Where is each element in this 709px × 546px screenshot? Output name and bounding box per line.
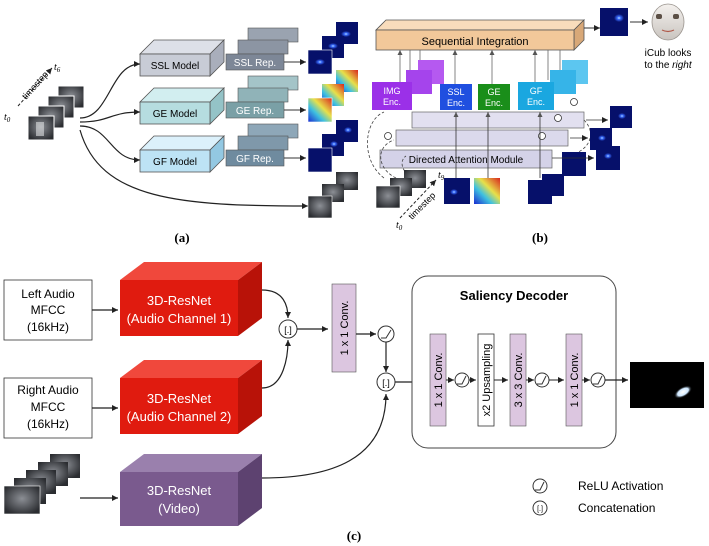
img-enc-line1: IMG — [384, 86, 401, 96]
left-audio-box: Left Audio MFCC (16kHz) — [3, 279, 93, 341]
ssl-encoder: SSL Enc. — [440, 84, 472, 110]
ssl-rep-stack: SSL Rep. — [225, 27, 299, 71]
decoder-conv-b-label: 3 x 3 Conv. — [513, 353, 525, 408]
right-audio-line1: Right Audio — [17, 383, 79, 397]
ge-rep-stack: GE Rep. — [225, 75, 299, 119]
right-audio-line2: MFCC — [31, 400, 66, 414]
resnet1-line2: (Audio Channel 1) — [127, 311, 232, 326]
attention-module-label: Directed Attention Module — [409, 155, 524, 166]
ge-rep-label: GE Rep. — [236, 106, 274, 117]
legend-concat-label: Concatenation — [578, 501, 655, 515]
panel-b-input-frames — [375, 170, 426, 209]
concat-node-audio-symbol: [.] — [284, 325, 292, 335]
panel-a-output-frames — [307, 172, 358, 219]
right-audio-box: Right Audio MFCC (16kHz) — [3, 377, 93, 439]
panel-b-input-heatmaps — [444, 174, 564, 204]
ge-enc-line1: GE — [487, 87, 500, 97]
ssl-enc-line1: SSL — [447, 87, 464, 97]
resnet-video-line1: 3D-ResNet — [147, 483, 212, 498]
img-enc-line2: Enc. — [383, 97, 401, 107]
timestep-arrow-a — [17, 67, 53, 107]
timestep-arrow-b — [399, 179, 437, 219]
decoder-upsample-label: x2 Upsampling — [481, 344, 493, 417]
img-encoder-stack: IMG Enc. — [372, 60, 444, 110]
t0-label-b: t0 — [396, 220, 403, 232]
resnet-audio-2: 3D-ResNet (Audio Channel 2) — [120, 360, 262, 434]
gf-rep-label: GF Rep. — [236, 154, 274, 165]
t9-label-b: t9 — [438, 170, 445, 182]
saliency-decoder: Saliency Decoder 1 x 1 Conv. x2 Upsampli… — [411, 275, 617, 449]
ssl-model-label: SSL Model — [151, 61, 200, 72]
gf-encoder-stack: GF Enc. — [518, 60, 588, 110]
ssl-heatmaps — [307, 22, 358, 75]
conv-1x1-audio-label: 1 x 1 Conv. — [339, 301, 351, 356]
left-audio-line3: (16kHz) — [27, 320, 69, 334]
attention-output-heatmaps — [562, 106, 632, 176]
gf-model-block: GF Model — [139, 135, 225, 173]
resnet1-line1: 3D-ResNet — [147, 293, 212, 308]
concat-node-main-symbol: [.] — [382, 378, 390, 388]
concat-node-main: [.] — [376, 372, 396, 392]
timestep-label-a: timestep — [20, 69, 50, 101]
gf-rep-stack: GF Rep. — [225, 123, 299, 167]
caption-b: (b) — [532, 230, 548, 245]
saliency-decoder-title: Saliency Decoder — [460, 288, 568, 303]
panel-c-legend: ReLU Activation [.] Concatenation — [532, 478, 663, 516]
caption-c: (c) — [347, 528, 361, 543]
ssl-enc-line2: Enc. — [447, 98, 465, 108]
directed-attention-stack: Directed Attention Module — [379, 111, 585, 169]
resnet2-line1: 3D-ResNet — [147, 391, 212, 406]
ssl-rep-label: SSL Rep. — [234, 58, 276, 69]
sequential-integration-block: Sequential Integration — [375, 19, 585, 51]
gf-model-label: GF Model — [153, 157, 197, 168]
sequential-integration-label: Sequential Integration — [421, 36, 528, 48]
panel-b: Sequential Integration iCub looks to the… — [367, 3, 693, 245]
conv-1x1-audio: 1 x 1 Conv. — [331, 283, 357, 373]
gf-enc-line2: Enc. — [527, 97, 545, 107]
relu-node-1 — [377, 325, 395, 343]
concat-node-audio: [.] — [278, 319, 298, 339]
ge-encoder: GE Enc. — [478, 84, 510, 110]
panel-b-output-heatmap — [600, 8, 628, 36]
ge-heatmaps — [307, 70, 358, 123]
decoder-conv-c-label: 1 x 1 Conv. — [569, 353, 581, 408]
resnet2-line2: (Audio Channel 2) — [127, 409, 232, 424]
decoder-conv-a-label: 1 x 1 Conv. — [433, 353, 445, 408]
legend-relu-label: ReLU Activation — [578, 479, 663, 493]
ge-enc-line2: Enc. — [485, 98, 503, 108]
caption-a: (a) — [174, 230, 189, 245]
gf-heatmaps — [307, 120, 358, 173]
t6-label-a: t6 — [54, 62, 61, 74]
legend-concat-symbol: [.] — [537, 506, 543, 513]
resnet-audio-1: 3D-ResNet (Audio Channel 1) — [120, 262, 262, 336]
icub-caption-line2: to the right — [644, 60, 692, 71]
ge-model-block: GE Model — [139, 87, 225, 125]
left-audio-line2: MFCC — [31, 303, 66, 317]
icub-caption-line1: iCub looks — [645, 48, 692, 59]
right-audio-line3: (16kHz) — [27, 417, 69, 431]
resnet-video: 3D-ResNet (Video) — [120, 454, 262, 526]
video-input-frames — [3, 454, 80, 515]
saliency-output-map — [630, 362, 704, 408]
panel-c: Left Audio MFCC (16kHz) Right Audio MFCC… — [3, 262, 704, 543]
legend-concat-icon — [532, 500, 548, 516]
ssl-model-block: SSL Model — [139, 39, 225, 77]
panel-a-input-frames — [27, 85, 85, 141]
gf-enc-line1: GF — [530, 86, 543, 96]
legend-relu-icon — [532, 478, 548, 494]
t0-label-a: t0 — [4, 112, 11, 124]
ge-model-label: GE Model — [153, 109, 197, 120]
icub-head-icon — [651, 3, 685, 41]
panel-a: timestep t0 t6 SSL Model SSL Rep. — [4, 22, 358, 245]
left-audio-line1: Left Audio — [21, 287, 75, 301]
resnet-video-line2: (Video) — [158, 501, 200, 516]
